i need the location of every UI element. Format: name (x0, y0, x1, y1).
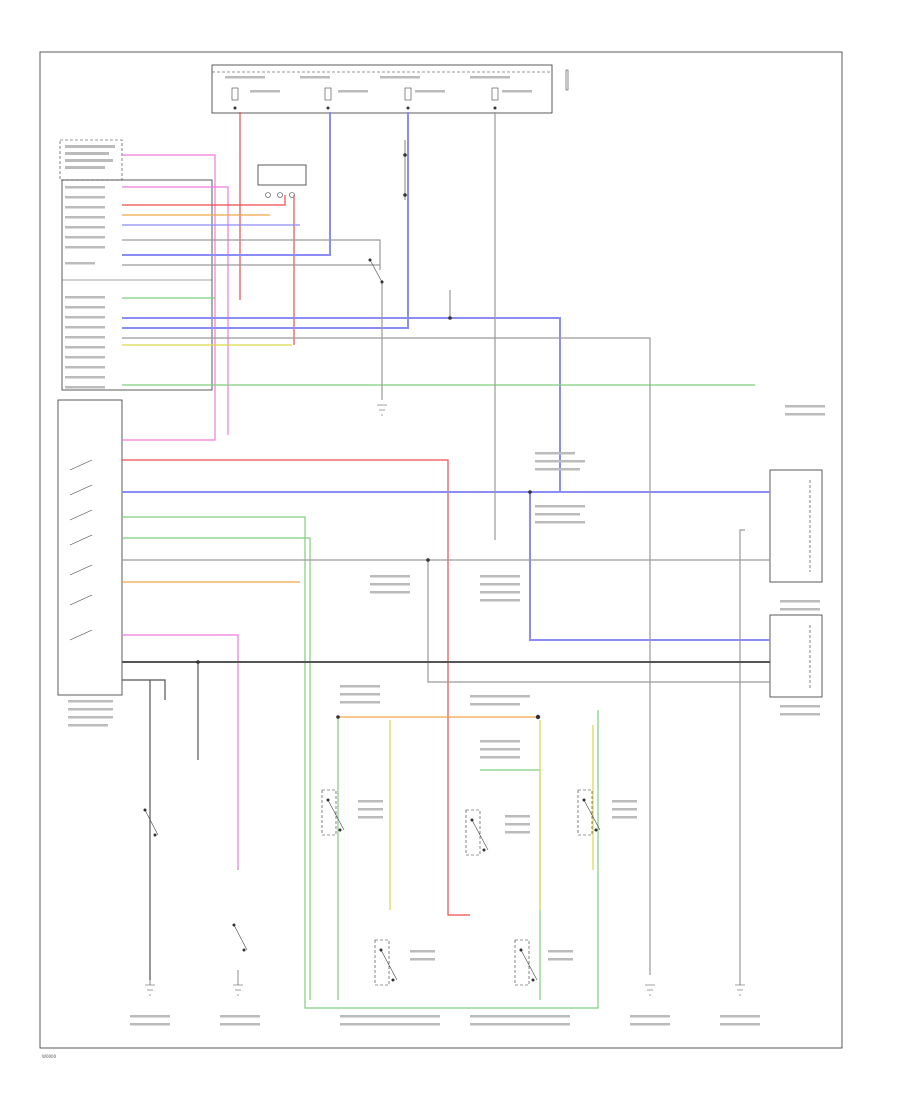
fuse-4 (491, 87, 499, 110)
switch-left-1 (143, 808, 159, 837)
fuse-3 (404, 87, 412, 110)
wire-green (122, 297, 755, 1009)
wire-orange (122, 214, 538, 718)
relay-block (257, 164, 307, 186)
splice-points (196, 153, 541, 720)
wire-blue (122, 112, 770, 641)
ground-2 (233, 970, 243, 996)
wire-yellow (122, 344, 594, 910)
module-connector-main (61, 179, 213, 391)
wire-gray (122, 112, 770, 985)
fuse-panel (211, 64, 553, 114)
wire-pink (122, 154, 239, 870)
switch-mid-top (368, 258, 384, 284)
switch-4 (514, 939, 538, 986)
fuse-panel-tag (565, 69, 569, 91)
wire-black (122, 661, 770, 980)
switch-left-2 (232, 923, 248, 952)
diagram-border (39, 51, 843, 1049)
fuse-1 (231, 87, 239, 110)
relay-terminal-2 (277, 192, 283, 198)
right-connector-upper (769, 469, 823, 583)
switch-1 (321, 789, 345, 836)
switch-3 (465, 809, 489, 856)
ground-5 (377, 404, 387, 416)
switch-2 (374, 939, 398, 986)
module-internal-switches (69, 459, 93, 641)
fuse-2 (324, 87, 332, 110)
right-connector-lower (769, 614, 823, 698)
ground-4 (735, 984, 745, 996)
diagram-code: W0000 (42, 1054, 57, 1059)
switch-5 (577, 789, 601, 836)
control-module (57, 399, 123, 696)
label-blocks (65, 76, 825, 1026)
relay-terminal-1 (265, 192, 271, 198)
ground-1 (145, 975, 155, 996)
ground-3 (645, 984, 655, 996)
wire-red (122, 112, 470, 916)
